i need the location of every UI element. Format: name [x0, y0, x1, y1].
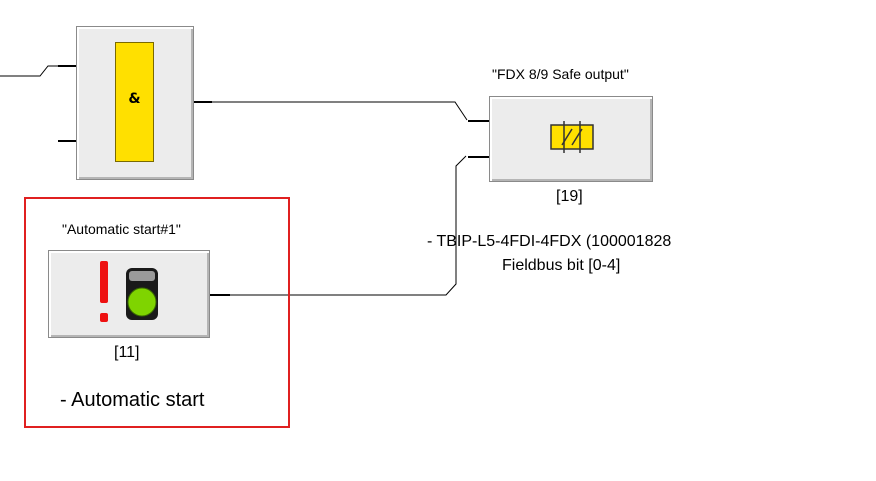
automatic-start-id: [11]	[114, 344, 140, 361]
automatic-start-title: "Automatic start#1"	[62, 221, 181, 237]
wire-and-input	[0, 65, 58, 77]
wire-and-to-fdx	[212, 101, 468, 121]
safe-output-relay-icon	[550, 121, 594, 153]
fdx-output-title: "FDX 8/9 Safe output"	[492, 66, 629, 82]
and-function-block[interactable]: &	[76, 26, 194, 180]
exclamation-icon	[100, 261, 108, 322]
and-symbol: &	[128, 91, 141, 107]
selection-frame	[24, 197, 290, 428]
fdx-safe-output-block[interactable]	[489, 96, 653, 182]
fdx-output-id: [19]	[556, 188, 583, 205]
fdx-bit-line: Fieldbus bit [0-4]	[502, 257, 621, 274]
automatic-start-description: - Automatic start	[60, 389, 205, 411]
green-lamp-icon	[126, 268, 158, 320]
and-gate-icon: &	[115, 42, 154, 162]
wire-start-to-fdx	[230, 155, 467, 296]
fdx-device-line: - TBIP-L5-4FDI-4FDX (100001828	[427, 233, 672, 250]
automatic-start-block[interactable]	[48, 250, 210, 338]
